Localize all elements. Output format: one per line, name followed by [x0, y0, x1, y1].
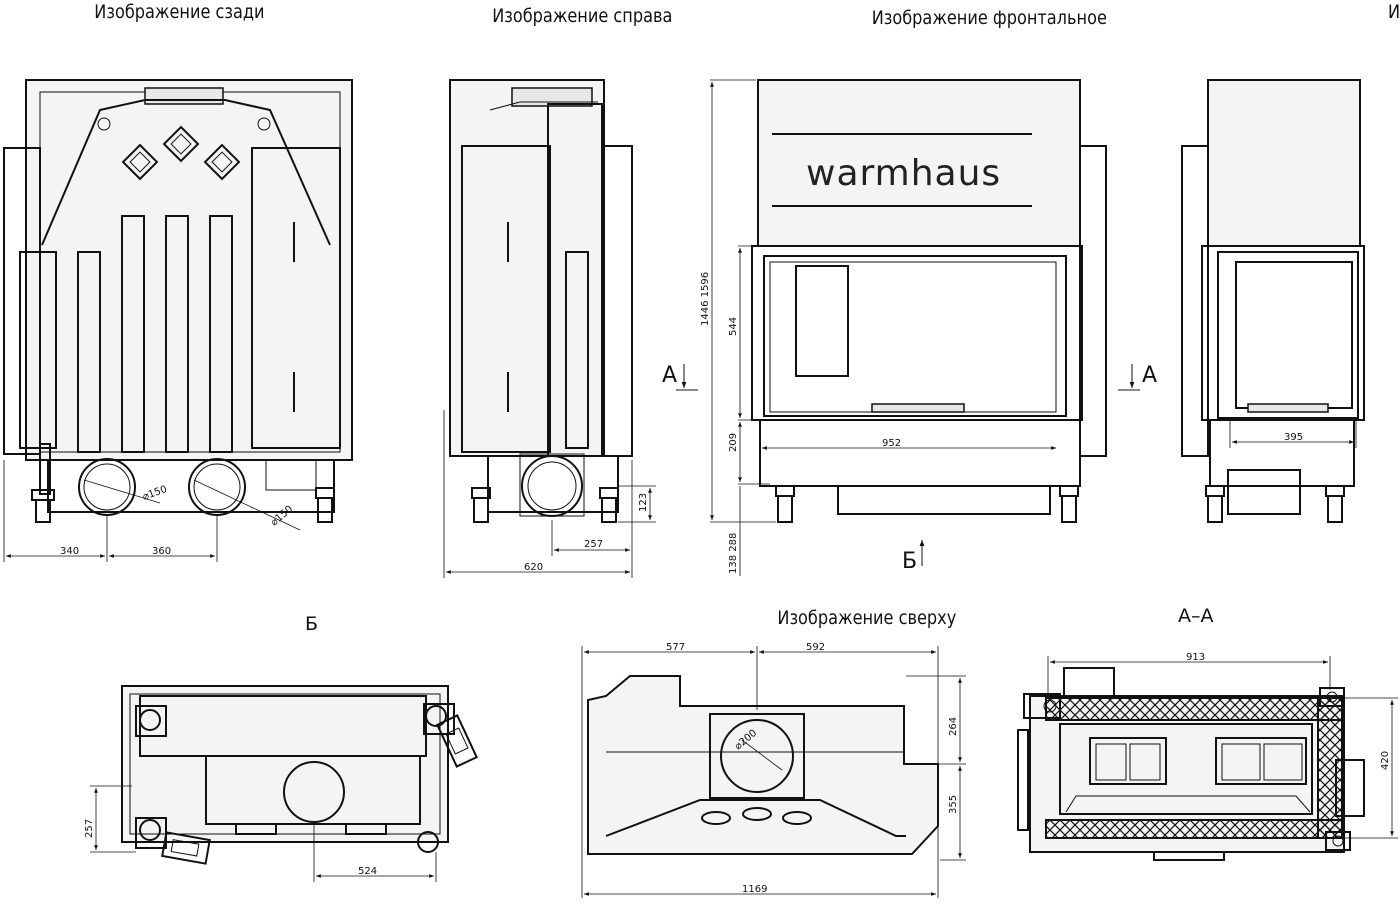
dim-top-355: 355	[948, 795, 959, 814]
title-top-view: Изображение сверху	[777, 608, 956, 630]
dim-front-544: 544	[728, 317, 739, 336]
dim-front-138-288: 138 288	[728, 533, 739, 574]
top-view: ⌀200 577 592 1169 264 355	[581, 642, 966, 898]
dim-section-913: 913	[1186, 652, 1205, 663]
left-view: 395 А	[1118, 79, 1365, 523]
title-section-aa: А–А	[1178, 605, 1214, 627]
section-aa-view: 913 420	[1017, 652, 1398, 861]
right-view: 620 257 123	[443, 79, 656, 578]
title-right-view: Изображение справа	[492, 6, 672, 28]
dim-section-420: 420	[1380, 751, 1391, 770]
dim-front-1446-1596: 1446 1596	[700, 272, 711, 326]
dim-rear-d150-a: ⌀150	[141, 484, 168, 503]
title-left-view: Изображение слева	[1388, 2, 1400, 24]
dim-top-577: 577	[666, 642, 685, 653]
dim-rear-360: 360	[152, 546, 171, 557]
dim-rear-340: 340	[60, 546, 79, 557]
dim-top-592: 592	[806, 642, 825, 653]
view-marker-b: Б	[902, 549, 917, 574]
dim-b-524: 524	[358, 866, 377, 877]
dim-front-209: 209	[728, 433, 739, 452]
title-rear-view: Изображение сзади	[94, 2, 264, 24]
title-b-view: Б	[305, 613, 318, 635]
dim-top-1169: 1169	[742, 884, 767, 895]
dim-rear-d150-b: ⌀150	[269, 504, 295, 529]
title-front-view: Изображение фронтальное	[872, 8, 1107, 30]
dim-b-257: 257	[84, 819, 95, 838]
dim-right-123: 123	[638, 493, 649, 512]
rear-view: 340 360 ⌀150 ⌀150	[3, 79, 353, 562]
section-marker-a-right: А	[1142, 363, 1157, 388]
b-view: 257 524	[84, 685, 479, 882]
section-marker-a-left: А	[662, 363, 677, 388]
dim-left-395: 395	[1284, 432, 1303, 443]
dim-right-257: 257	[584, 539, 603, 550]
front-view: warmhaus 1446 1596 544 209 138 288 952 А…	[662, 79, 1107, 576]
dim-top-264: 264	[948, 717, 959, 736]
dim-right-620: 620	[524, 562, 543, 573]
brand-logo: warmhaus	[806, 153, 1001, 194]
dim-front-952: 952	[882, 438, 901, 449]
